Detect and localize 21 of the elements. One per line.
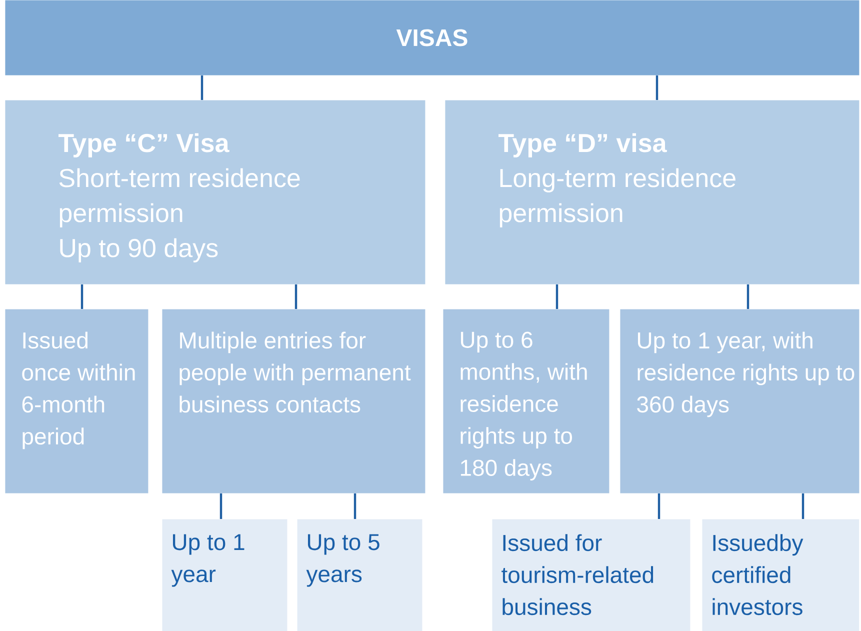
connector-line: [746, 284, 750, 309]
connector-line: [200, 75, 204, 100]
option-box: Up to 5 years: [297, 519, 422, 631]
connector-line: [656, 75, 658, 100]
connector-line: [556, 284, 558, 309]
connector-line: [294, 284, 298, 309]
option-box: Up to 1 year: [162, 519, 288, 631]
title-bar: VISAS: [5, 0, 860, 76]
connector-line: [80, 284, 84, 309]
subcategory-box: Issued once within 6-month period: [5, 309, 148, 494]
connector-line: [354, 493, 356, 519]
subcategory-box: Up to 6 months, with residence rights up to 180 days: [443, 309, 610, 494]
connector-line: [658, 493, 660, 519]
option-box: Issuedby certified investors: [702, 519, 860, 631]
category-box: Type “C” Visa Short-term residence permission Up to 90 days: [5, 100, 426, 284]
subcategory-box: Multiple entries for people with permanent business contacts: [162, 309, 426, 494]
subcategory-box: Up to 1 year, with residence rights up to 360 days: [620, 309, 860, 494]
connector-line: [802, 493, 804, 519]
category-box: Type “D” visa Long-term residence permission: [445, 100, 860, 284]
option-box: Issued for tourism-related business: [492, 519, 690, 631]
connector-line: [220, 493, 222, 519]
